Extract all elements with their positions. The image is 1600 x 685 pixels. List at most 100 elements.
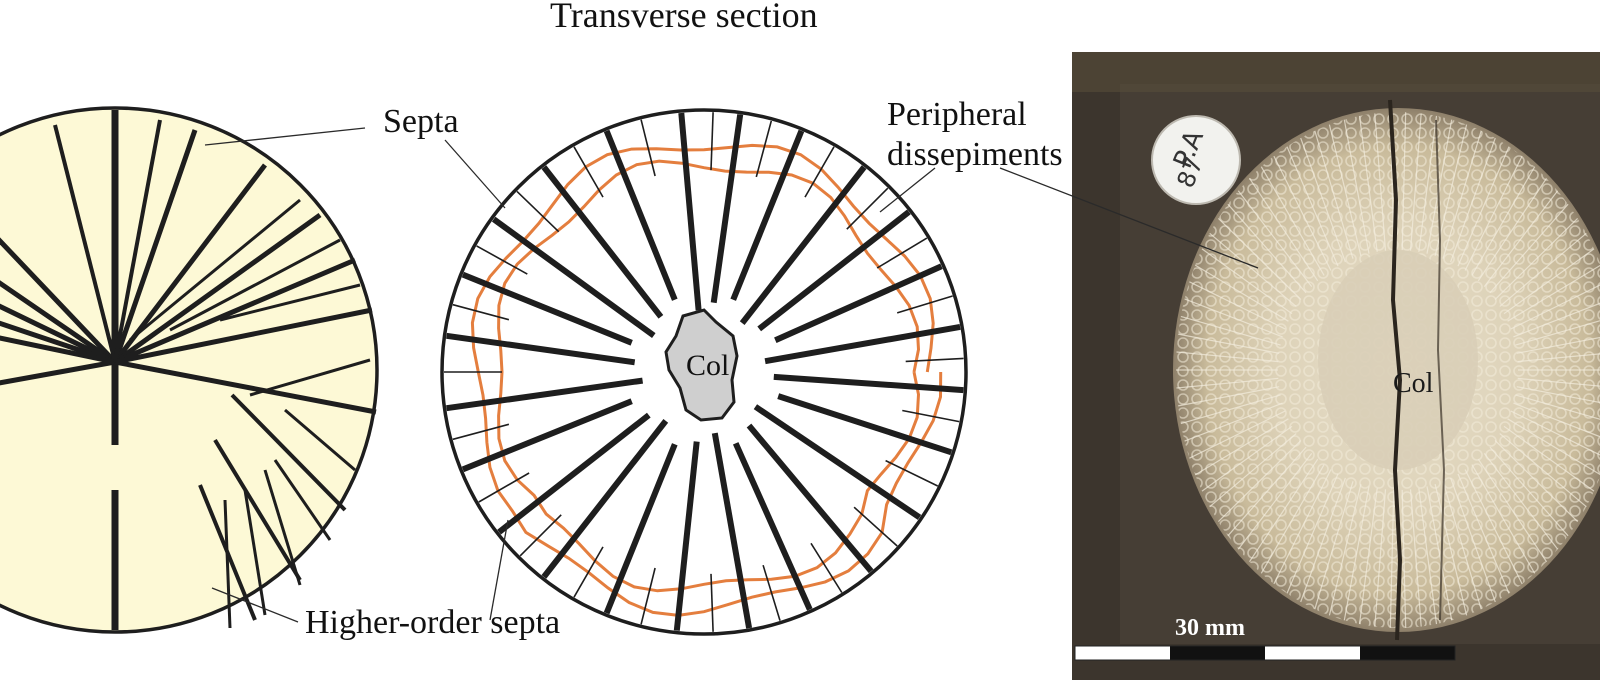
major-septum — [230, 393, 347, 512]
major-septum — [711, 432, 753, 629]
coral-septum-ray — [1457, 473, 1510, 594]
alar-septum — [114, 359, 377, 415]
coral-septum-ray — [1457, 146, 1510, 267]
higher-order-septum — [896, 295, 953, 314]
major-septum — [746, 423, 874, 574]
minor-septum — [223, 499, 232, 629]
major-septum — [461, 398, 633, 473]
minor-septum — [273, 459, 332, 541]
major-septum — [113, 119, 162, 363]
coral-septum-ray — [1189, 410, 1286, 459]
coral-septum-ray — [1374, 489, 1387, 627]
coral-septum-ray — [1249, 177, 1319, 282]
higher-order-septum — [804, 146, 835, 198]
minor-septum — [219, 283, 361, 322]
specimen-label-tag — [1151, 115, 1241, 205]
coral-septum-ray — [1477, 177, 1547, 282]
coral-septum-ray — [1389, 489, 1395, 628]
coral-septum-ray — [1176, 351, 1279, 363]
higher-order-septum — [573, 546, 604, 598]
major-septum — [757, 209, 911, 332]
major-septum — [603, 129, 678, 301]
coral-septum-ray — [1489, 446, 1569, 537]
coral-septum-ray — [1494, 440, 1579, 523]
major-septum — [113, 163, 267, 364]
higher-order-septum — [762, 564, 781, 621]
major-septum — [53, 124, 117, 363]
alar-septum — [0, 359, 116, 386]
specimen-photo: P.A 87 — [1072, 52, 1600, 680]
coral-septum-ray — [1176, 377, 1279, 389]
major-septum — [730, 129, 805, 301]
coral-septum-ray — [1260, 166, 1325, 276]
coral-septum-ray — [1189, 281, 1286, 330]
coral-septum-ray — [1450, 477, 1496, 603]
major-septum — [753, 404, 922, 520]
higher-order-leader-mid — [489, 519, 509, 621]
major-septum — [773, 373, 964, 394]
major-septum — [114, 307, 373, 365]
coral-septum-ray — [1358, 488, 1378, 625]
major-septum — [710, 114, 744, 304]
major-septum — [491, 216, 656, 339]
major-septum — [446, 332, 636, 366]
peripheral-leader-mid — [879, 167, 936, 213]
middle-septa-group — [444, 112, 964, 632]
coral-septum-ray — [1328, 124, 1362, 257]
minor-septum — [249, 358, 371, 397]
coral-septum-ray — [1515, 320, 1600, 346]
major-septum — [112, 129, 198, 363]
coral-septum-ray — [1517, 353, 1600, 363]
higher-order-septum — [902, 409, 960, 423]
higher-order-septum — [519, 514, 562, 557]
coral-septum-ray — [1477, 458, 1547, 563]
higher-order-septum — [885, 459, 939, 487]
septa-leader-mid — [444, 139, 506, 209]
higher-order-septum — [516, 190, 560, 233]
septa-label: Septa — [383, 103, 459, 140]
major-septum — [0, 335, 116, 365]
coral-septum-ray — [1464, 469, 1523, 585]
coral-septum-ray — [1184, 402, 1283, 442]
coral-septum-ray — [1260, 464, 1325, 574]
left-circle — [0, 106, 379, 634]
minor-septum — [284, 408, 356, 472]
coral-septum-ray — [1217, 440, 1302, 523]
coral-septum-ray — [1471, 166, 1536, 276]
coral-septum-ray — [1209, 232, 1297, 307]
major-septum — [541, 165, 664, 319]
higher-order-septum — [755, 120, 773, 178]
major-septum — [739, 165, 867, 325]
coral-septum-ray — [1507, 418, 1600, 476]
coral-septum-ray — [1471, 464, 1536, 574]
coral-septum-ray — [1343, 119, 1370, 254]
coral-septum-ray — [1483, 190, 1559, 287]
columella-label-diagram: Col — [686, 349, 730, 382]
coral-septum-ray — [1209, 433, 1297, 508]
coral-septum-ray — [1401, 489, 1407, 628]
major-septum — [774, 263, 943, 344]
higher-order-septum — [640, 119, 656, 177]
higher-order-septum — [846, 187, 889, 230]
coral-septum-ray — [1426, 119, 1453, 254]
left-septa-group — [0, 110, 377, 630]
higher-order-septum — [573, 146, 604, 198]
coral-septum-ray — [1273, 469, 1332, 585]
coral-septum-ray — [1227, 203, 1307, 294]
coral-septum-ray — [1300, 137, 1346, 263]
major-septum — [764, 323, 961, 365]
major-septum — [497, 412, 651, 535]
coral-septum-ray — [1513, 302, 1600, 338]
major-septum — [541, 419, 669, 579]
major-septum — [0, 320, 116, 365]
coral-septum-ray — [1249, 458, 1319, 563]
major-septum — [732, 442, 813, 611]
coral-septum-ray — [1374, 113, 1387, 251]
coral-septum-ray — [1237, 453, 1313, 550]
coral-septum-ray — [1237, 190, 1313, 287]
peripheral-label-line2: dissepiments — [887, 136, 1063, 173]
minor-septum — [243, 489, 267, 616]
coral-septum-ray — [1418, 488, 1438, 625]
leader-lines — [204, 127, 1259, 623]
